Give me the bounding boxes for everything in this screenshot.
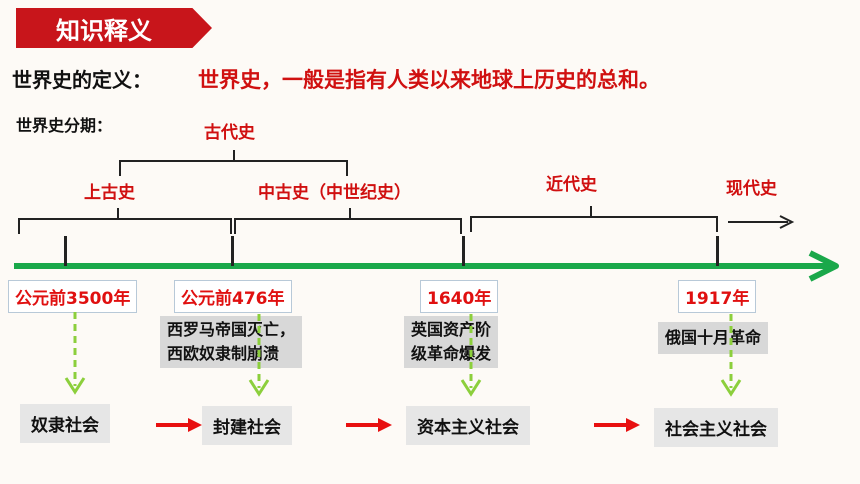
red-arrow-2 [346, 418, 392, 432]
high-ancient-bracket-stem [117, 208, 119, 218]
definition-text: 世界史，一般是指有人类以来地球上历史的总和。 [198, 68, 660, 92]
event-line: 西罗马帝国灭亡， [167, 320, 296, 339]
event-rome-fall: 西罗马帝国灭亡， 西欧奴隶制崩溃 [160, 316, 303, 368]
down-arrow-1 [64, 312, 86, 395]
high-ancient-bracket [18, 218, 232, 234]
society-feudal: 封建社会 [202, 406, 292, 445]
modern-bracket-stem [590, 206, 592, 216]
event-english-revolution: 英国资产阶 级革命爆发 [404, 316, 499, 368]
event-line: 西欧奴隶制崩溃 [167, 344, 280, 363]
red-arrow-3 [594, 418, 640, 432]
contemporary-arrow [728, 215, 795, 229]
modern-bracket [470, 216, 718, 232]
timeline-tick-2 [231, 236, 234, 266]
year-box: 1917年 [678, 280, 757, 313]
down-arrow-4 [720, 314, 742, 397]
era-contemporary-label: 现代史 [726, 179, 777, 199]
society-capitalist: 资本主义社会 [406, 406, 530, 445]
era-medieval-label: 中古史（中世纪史） [258, 183, 411, 203]
banner-title: 知识释义 [56, 16, 152, 45]
year-box: 公元前3500年 [8, 280, 138, 313]
periodization-label: 世界史分期： [16, 116, 113, 135]
year-box: 公元前476年 [174, 280, 292, 313]
timeline-tick-1 [64, 236, 67, 266]
event-line: 级革命爆发 [411, 344, 492, 363]
event-line: 英国资产阶 [411, 320, 492, 339]
era-modern-label: 近代史 [546, 175, 597, 195]
definition-label: 世界史的定义： [12, 68, 152, 92]
section-banner: 知识释义 [16, 8, 212, 48]
down-arrow-3 [460, 314, 482, 397]
year-box: 1640年 [420, 280, 499, 313]
ancient-bracket [119, 160, 348, 176]
timeline-tick-4 [716, 236, 719, 266]
society-socialist: 社会主义社会 [654, 408, 778, 447]
society-slave: 奴隶社会 [20, 404, 110, 443]
medieval-bracket [234, 218, 462, 234]
ancient-bracket-stem [233, 150, 235, 160]
timeline-tick-3 [462, 236, 465, 266]
era-ancient-label: 古代史 [204, 123, 255, 143]
medieval-bracket-stem [349, 208, 351, 218]
timeline-arrow [14, 250, 839, 282]
down-arrow-2 [248, 314, 270, 397]
red-arrow-1 [156, 418, 202, 432]
event-october-revolution: 俄国十月革命 [658, 322, 769, 354]
era-high-ancient-label: 上古史 [84, 183, 135, 203]
